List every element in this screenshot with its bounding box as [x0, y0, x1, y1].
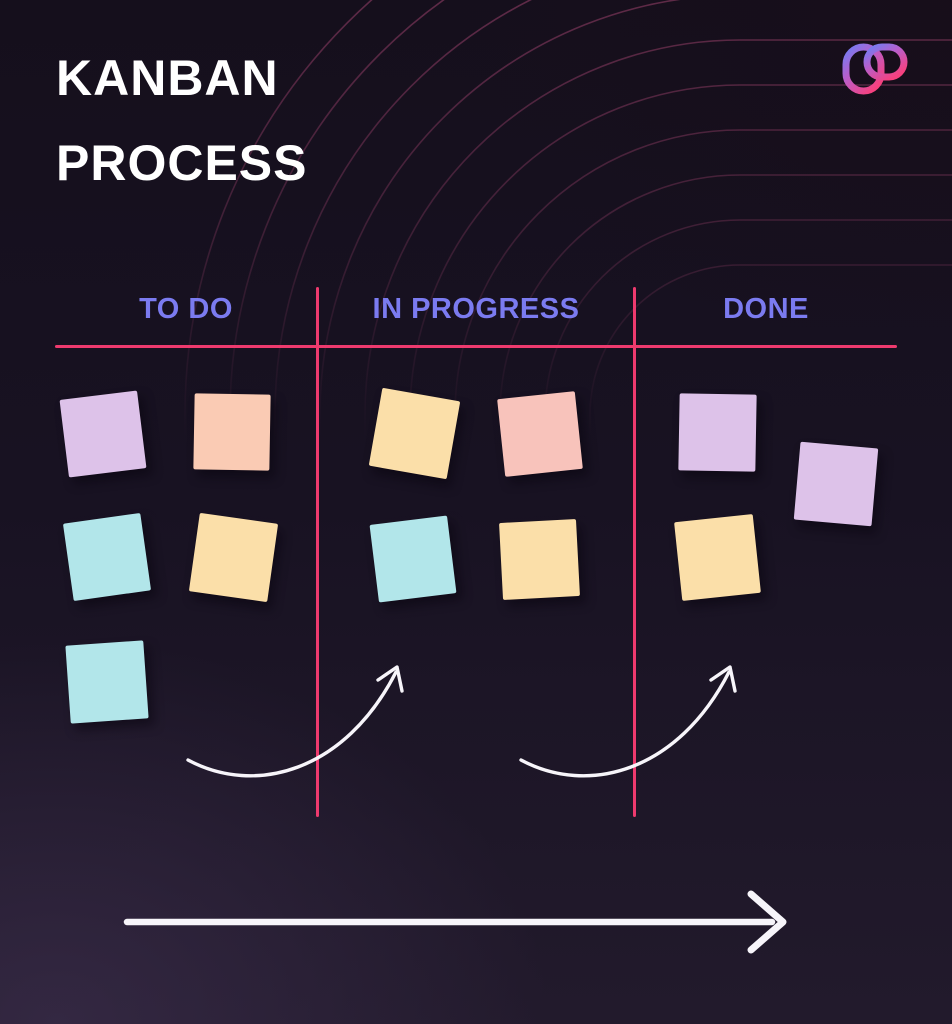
board-column-divider-1 [316, 287, 319, 817]
sticky-note-cream [673, 513, 761, 601]
sticky-note-cream [368, 387, 460, 479]
sticky-note-cream [498, 518, 580, 600]
sticky-note-peach [193, 393, 271, 471]
page-title: KANBAN PROCESS [56, 50, 308, 191]
sticky-note-cyan [65, 640, 149, 724]
sticky-note-cyan [369, 515, 457, 603]
curve-arrow-todo-to-inprogress [186, 665, 404, 778]
board-column-divider-2 [633, 287, 636, 817]
brand-logo-icon [842, 43, 908, 95]
column-header-in-progress: IN PROGRESS [372, 293, 580, 325]
sticky-note-lavender [793, 441, 879, 527]
process-flow-arrow [123, 890, 787, 954]
sticky-note-pink [497, 391, 583, 477]
sticky-note-cream [188, 512, 278, 602]
sticky-note-lavender [59, 390, 147, 478]
column-header-todo: TO DO [139, 293, 233, 325]
curve-arrow-inprogress-to-done [519, 665, 737, 778]
board-header-underline [55, 345, 897, 348]
sticky-note-cyan [62, 512, 152, 602]
column-header-done: DONE [723, 293, 809, 325]
sticky-note-lavender [677, 392, 757, 472]
